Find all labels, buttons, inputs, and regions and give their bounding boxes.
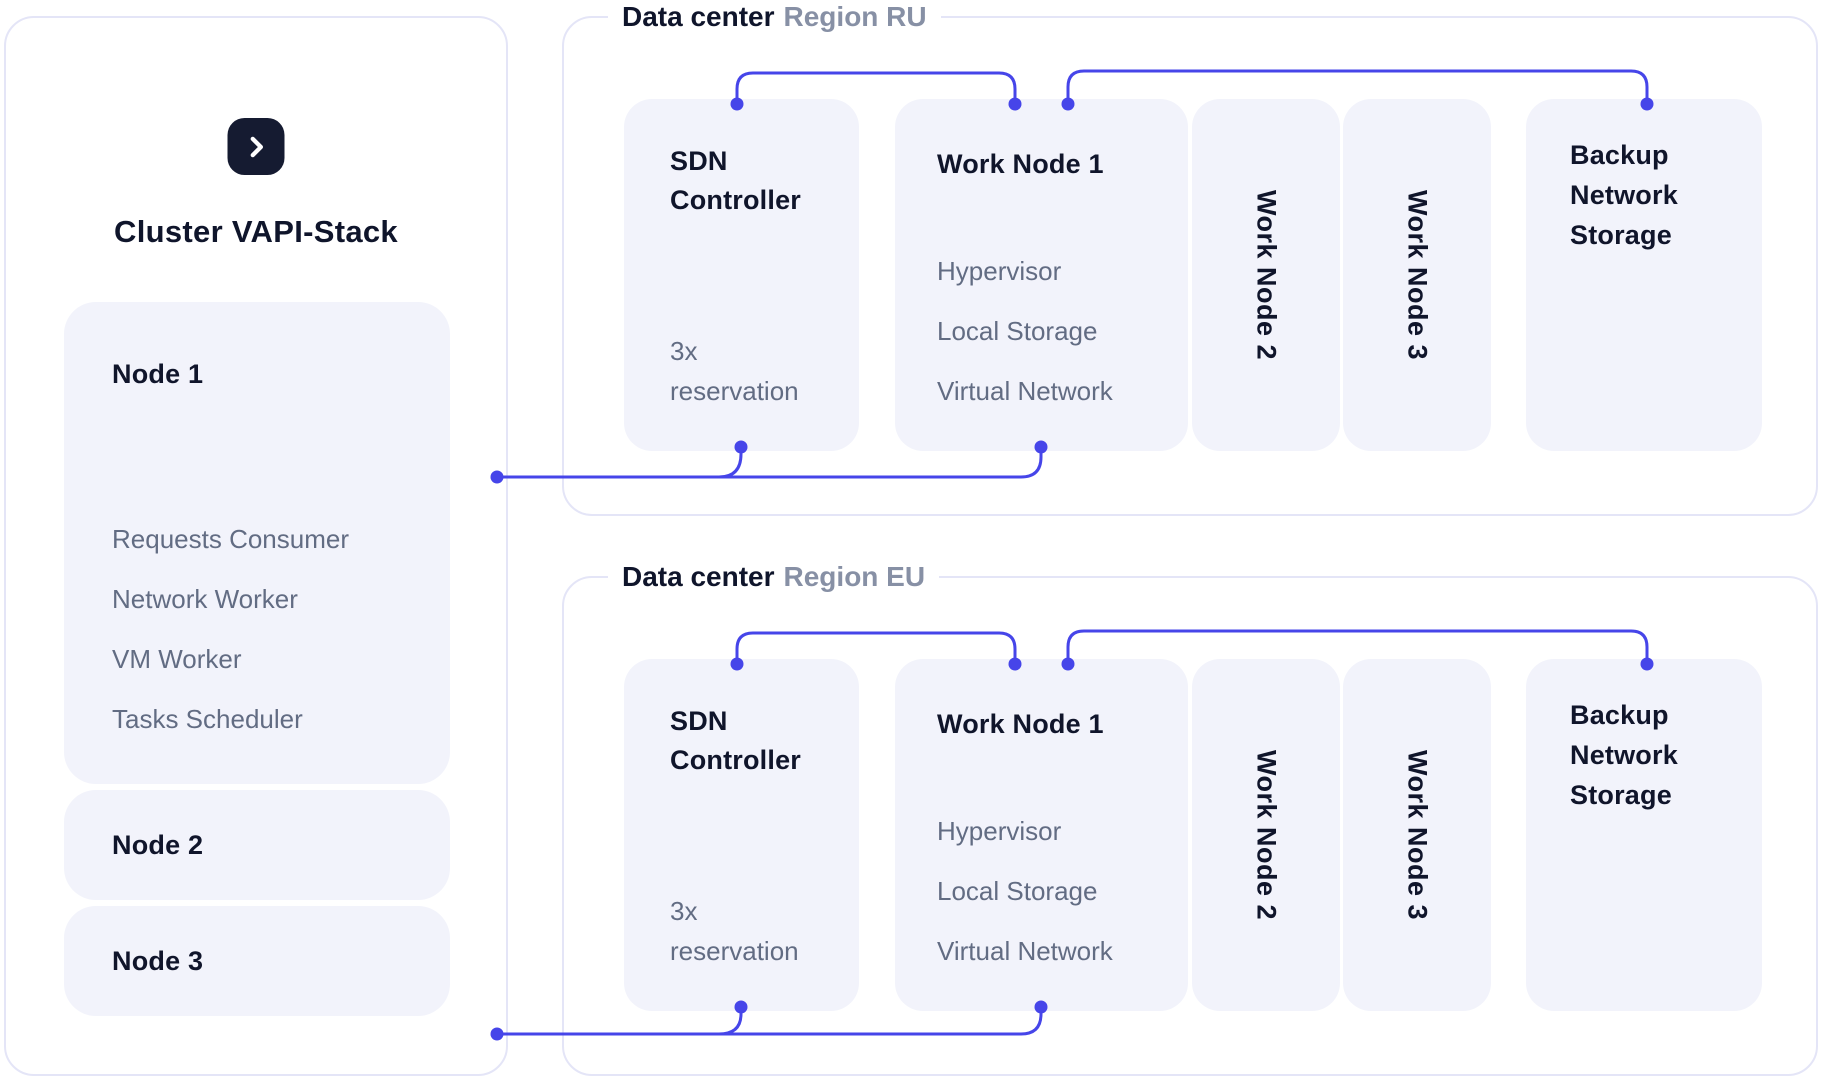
service-item: VM Worker xyxy=(112,644,242,674)
datacenter-region-ru: Data center Region RU SDN Controller 3x r… xyxy=(562,0,1818,516)
backup-network-storage-box: Backup Network Storage xyxy=(1526,659,1762,1011)
service-item: Hypervisor xyxy=(937,256,1062,286)
box-title: Work Node 1 xyxy=(937,709,1104,739)
datacenter-region-eu: Data center Region EU SDN Controller 3x r… xyxy=(562,558,1818,1076)
sdn-controller-box: SDN Controller 3x reservation xyxy=(624,99,859,451)
cluster-node-3: Node 3 xyxy=(64,906,450,1016)
region-label-name: Region RU xyxy=(783,1,927,32)
region-label-prefix: Data center xyxy=(622,561,775,592)
node-label: Node 1 xyxy=(112,359,204,389)
box-title: Work Node 3 xyxy=(1402,749,1433,921)
work-node-2-box: Work Node 2 xyxy=(1192,659,1340,1011)
cluster-node-1: Node 1 Requests Consumer Network Worker … xyxy=(64,302,450,784)
work-node-2-box: Work Node 2 xyxy=(1192,99,1340,451)
box-title: Work Node 3 xyxy=(1402,189,1433,361)
node-label: Node 2 xyxy=(112,830,204,860)
node-1-services: Requests Consumer Network Worker VM Work… xyxy=(112,509,349,749)
region-label: Data center Region RU xyxy=(608,0,941,36)
node-label: Node 3 xyxy=(112,946,204,976)
sdn-controller-box: SDN Controller 3x reservation xyxy=(624,659,859,1011)
cluster-title: Cluster VAPI-Stack xyxy=(114,214,398,249)
cluster-node-2: Node 2 xyxy=(64,790,450,900)
service-item: Network Worker xyxy=(112,584,298,614)
service-item: Local Storage xyxy=(937,876,1098,906)
service-item: Tasks Scheduler xyxy=(112,704,303,734)
work-node-3-box: Work Node 3 xyxy=(1343,659,1491,1011)
work-node-1-services: Hypervisor Local Storage Virtual Network xyxy=(937,241,1113,421)
box-title: Backup Network Storage xyxy=(1570,700,1678,810)
region-label: Data center Region EU xyxy=(608,558,940,596)
box-title: SDN Controller xyxy=(670,706,802,775)
box-title: Work Node 2 xyxy=(1251,189,1282,361)
box-title: Backup Network Storage xyxy=(1570,140,1678,250)
box-title: Work Node 2 xyxy=(1251,749,1282,921)
cluster-panel: Cluster VAPI-Stack Node 1 Requests Consu… xyxy=(4,16,508,1076)
backup-network-storage-box: Backup Network Storage xyxy=(1526,99,1762,451)
service-item: Local Storage xyxy=(937,316,1098,346)
work-node-1-box: Work Node 1 Hypervisor Local Storage Vir… xyxy=(895,659,1188,1011)
service-item: Virtual Network xyxy=(937,376,1113,406)
region-label-prefix: Data center xyxy=(622,1,775,32)
box-title: SDN Controller xyxy=(670,146,802,215)
service-item: Hypervisor xyxy=(937,816,1062,846)
sdn-reservation-note: 3x reservation xyxy=(670,896,799,966)
service-item: Virtual Network xyxy=(937,936,1113,966)
box-title: Work Node 1 xyxy=(937,149,1104,179)
region-label-name: Region EU xyxy=(783,561,926,592)
chevron-right-icon xyxy=(227,118,285,175)
work-node-1-services: Hypervisor Local Storage Virtual Network xyxy=(937,801,1113,981)
work-node-3-box: Work Node 3 xyxy=(1343,99,1491,451)
service-item: Requests Consumer xyxy=(112,524,349,554)
sdn-reservation-note: 3x reservation xyxy=(670,336,799,406)
work-node-1-box: Work Node 1 Hypervisor Local Storage Vir… xyxy=(895,99,1188,451)
